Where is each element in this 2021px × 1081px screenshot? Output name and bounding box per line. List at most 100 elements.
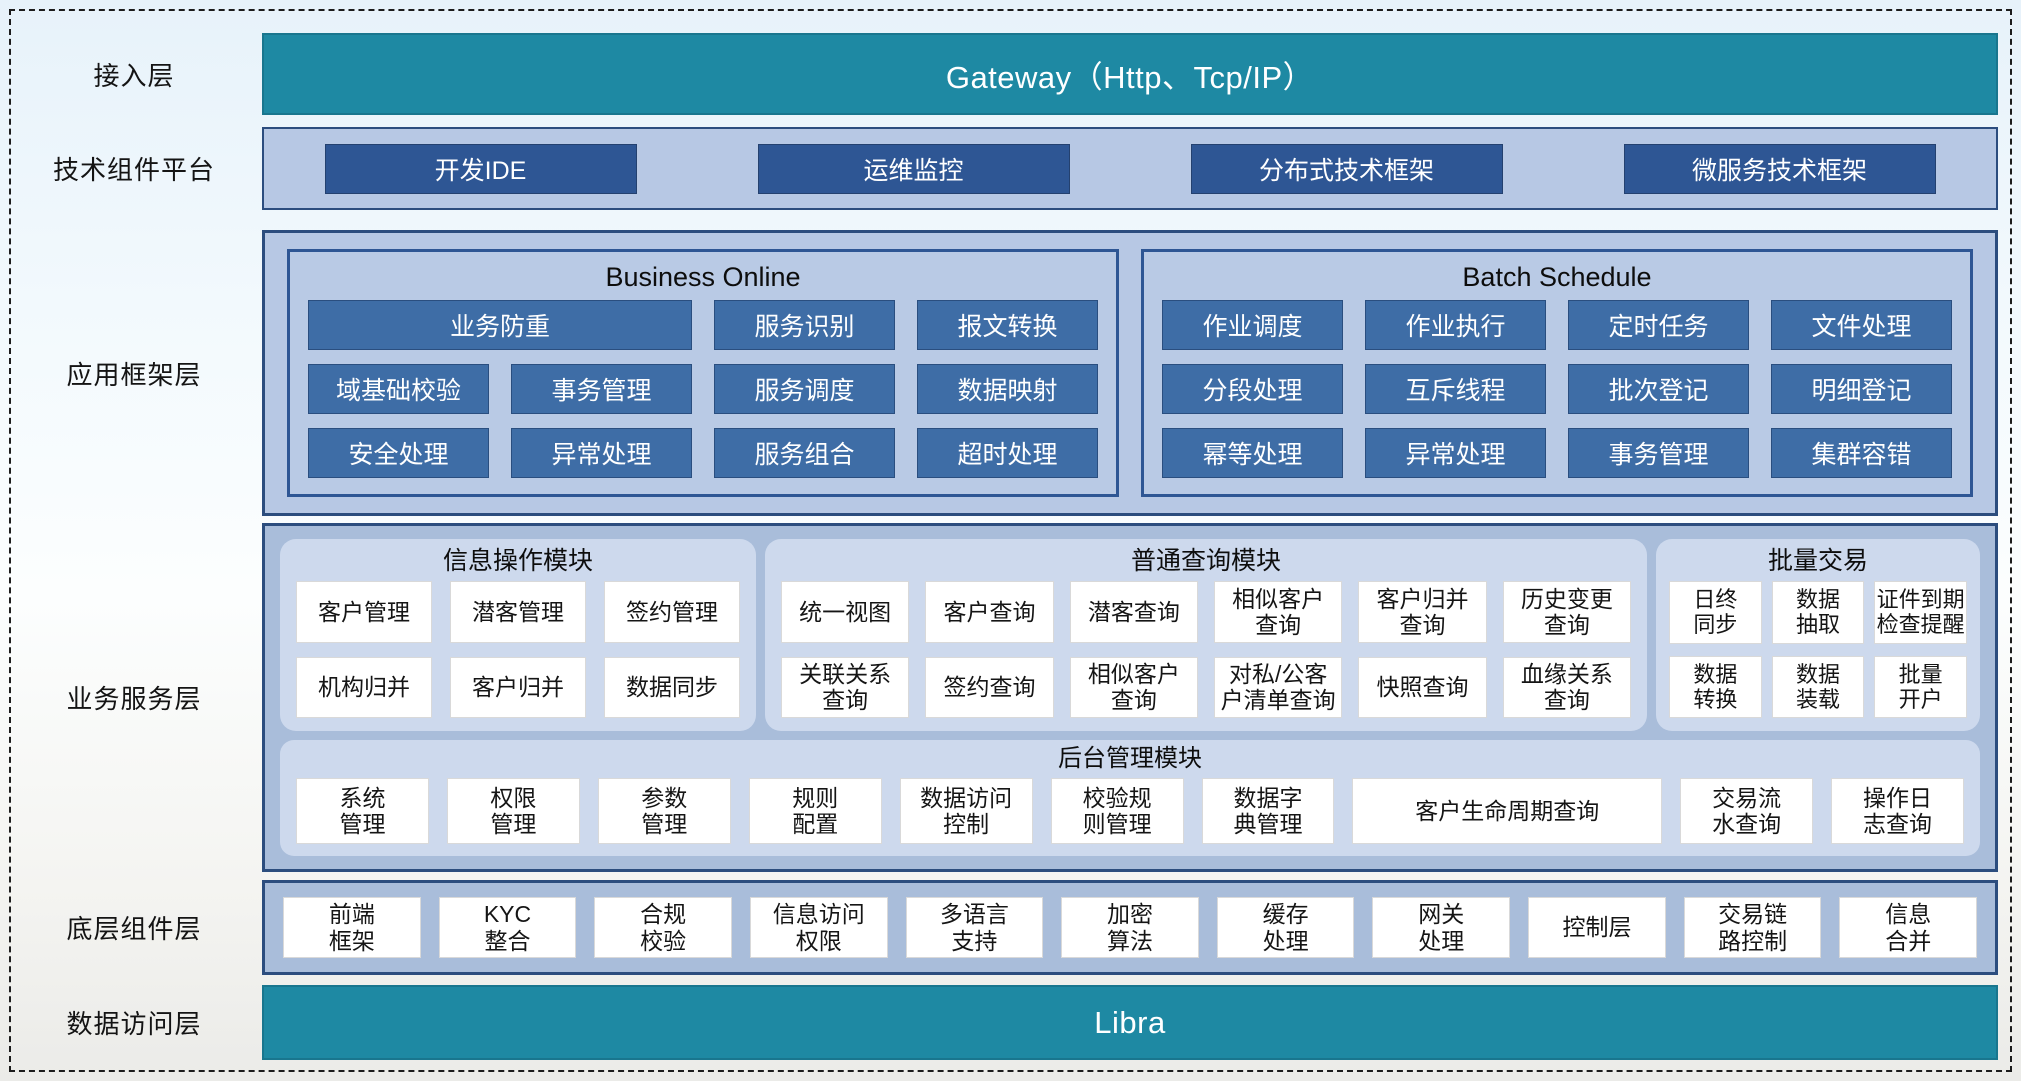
general-query-box: 潜客查询: [1069, 581, 1198, 643]
batch-transaction-box: 日终 同步: [1669, 581, 1762, 644]
base-component-box: 网关 处理: [1372, 897, 1511, 958]
batch-schedule-box: 作业调度: [1162, 300, 1343, 350]
general-query-box: 相似客户 查询: [1069, 656, 1198, 718]
base-components-container: 前端 框架 KYC 整合合规 校验信息访问 权限多语言 支持加密 算法缓存 处理网…: [262, 880, 1998, 975]
batch-schedule-grid: 作业调度作业执行定时任务文件处理分段处理互斥线程批次登记明细登记幂等处理异常处理…: [1162, 300, 1952, 478]
business-service-row: 信息操作模块 客户管理潜客管理签约管理机构归并客户归并数据同步 普通查询模块 统…: [262, 523, 1998, 872]
batch-schedule-box: 集群容错: [1771, 428, 1952, 478]
admin-box: 校验规 则管理: [1050, 778, 1184, 844]
admin-box: 参数 管理: [597, 778, 731, 844]
base-component-box: 多语言 支持: [905, 897, 1044, 958]
base-component-box: 信息访问 权限: [749, 897, 888, 958]
base-component-box: 加密 算法: [1061, 897, 1199, 958]
base-component-box: 前端 框架: [283, 897, 421, 958]
info-operation-grid: 客户管理潜客管理签约管理机构归并客户归并数据同步: [296, 581, 740, 718]
admin-box: 交易流 水查询: [1680, 778, 1814, 844]
general-query-module: 普通查询模块 统一视图客户查询潜客查询相似客户 查询客户归并 查询历史变更 查询…: [765, 539, 1647, 731]
business-online-box: 事务管理: [511, 364, 692, 414]
access-layer-row: Gateway（Http、Tcp/IP）: [262, 33, 1998, 115]
general-query-box: 关联关系 查询: [781, 656, 910, 718]
info-operation-box: 潜客管理: [450, 581, 586, 643]
libra-bar: Libra: [262, 985, 1998, 1060]
batch-transaction-box: 数据 转换: [1669, 655, 1762, 718]
batch-schedule-box: 定时任务: [1568, 300, 1749, 350]
business-service-container: 信息操作模块 客户管理潜客管理签约管理机构归并客户归并数据同步 普通查询模块 统…: [262, 523, 1998, 872]
batch-schedule-box: 批次登记: [1568, 364, 1749, 414]
batch-transaction-grid: 日终 同步数据 抽取证件到期 检查提醒数据 转换数据 装载批量 开户: [1669, 581, 1967, 718]
info-operation-box: 客户管理: [296, 581, 432, 643]
batch-schedule-panel: Batch Schedule 作业调度作业执行定时任务文件处理分段处理互斥线程批…: [1141, 249, 1973, 497]
info-operation-title: 信息操作模块: [442, 547, 593, 575]
general-query-box: 客户归并 查询: [1358, 581, 1487, 643]
business-online-box: 超时处理: [917, 428, 1098, 478]
general-query-box: 相似客户 查询: [1213, 581, 1343, 643]
general-query-box: 历史变更 查询: [1502, 581, 1631, 643]
business-online-panel: Business Online 业务防重服务识别报文转换域基础校验事务管理服务调…: [287, 249, 1119, 497]
admin-module-grid: 系统 管理权限 管理参数 管理规则 配置数据访问 控制校验规 则管理数据字 典管…: [296, 778, 1964, 844]
admin-box: 权限 管理: [446, 778, 580, 844]
info-operation-box: 客户归并: [450, 656, 586, 718]
layer-label-base-components: 底层组件层: [66, 914, 202, 944]
business-online-box: 数据映射: [917, 364, 1098, 414]
business-online-grid: 业务防重服务识别报文转换域基础校验事务管理服务调度数据映射安全处理异常处理服务组…: [308, 300, 1098, 478]
batch-schedule-box: 明细登记: [1771, 364, 1952, 414]
general-query-box: 血缘关系 查询: [1502, 656, 1631, 718]
tech-component-box: 分布式技术框架: [1190, 143, 1503, 194]
tech-component-box: 微服务技术框架: [1623, 143, 1936, 194]
general-query-box: 客户查询: [925, 581, 1054, 643]
tech-component-box: 开发IDE: [324, 143, 637, 194]
layer-label-data-access: 数据访问层: [66, 1009, 202, 1039]
app-framework-row: Business Online 业务防重服务识别报文转换域基础校验事务管理服务调…: [262, 230, 1998, 516]
batch-schedule-title: Batch Schedule: [1462, 262, 1652, 292]
admin-box: 数据访问 控制: [899, 778, 1033, 844]
general-query-box: 统一视图: [781, 581, 910, 643]
admin-module-title: 后台管理模块: [1058, 745, 1202, 772]
base-component-box: 缓存 处理: [1216, 897, 1355, 958]
admin-box: 客户生命周期查询: [1352, 778, 1663, 844]
info-operation-box: 数据同步: [604, 656, 740, 718]
admin-module: 后台管理模块 系统 管理权限 管理参数 管理规则 配置数据访问 控制校验规 则管…: [280, 740, 1980, 856]
base-component-box: KYC 整合: [438, 897, 577, 958]
batch-schedule-box: 事务管理: [1568, 428, 1749, 478]
batch-transaction-box: 证件到期 检查提醒: [1874, 581, 1967, 644]
info-operation-box: 签约管理: [604, 581, 740, 643]
batch-schedule-box: 幂等处理: [1162, 428, 1343, 478]
general-query-box: 签约查询: [925, 656, 1054, 718]
layer-label-tech-platform: 技术组件平台: [52, 155, 215, 185]
business-online-box: 服务识别: [714, 300, 895, 350]
base-components-row: 前端 框架 KYC 整合合规 校验信息访问 权限多语言 支持加密 算法缓存 处理网…: [262, 880, 1998, 975]
general-query-box: 快照查询: [1358, 656, 1487, 718]
batch-transaction-title: 批量交易: [1767, 547, 1868, 575]
info-operation-module: 信息操作模块 客户管理潜客管理签约管理机构归并客户归并数据同步: [280, 539, 756, 731]
batch-schedule-box: 分段处理: [1162, 364, 1343, 414]
business-online-box: 安全处理: [308, 428, 489, 478]
general-query-box: 对私/公客 户清单查询: [1213, 656, 1343, 718]
base-component-box: 控制层: [1528, 897, 1666, 958]
business-online-box: 业务防重: [308, 300, 692, 350]
business-online-box: 报文转换: [917, 300, 1098, 350]
business-online-box: 异常处理: [511, 428, 692, 478]
data-access-row: Libra: [262, 985, 1998, 1060]
batch-transaction-module: 批量交易 日终 同步数据 抽取证件到期 检查提醒数据 转换数据 装载批量 开户: [1656, 539, 1980, 731]
base-component-box: 信息 合并: [1839, 897, 1978, 958]
admin-box: 操作日 志查询: [1831, 778, 1964, 844]
admin-box: 规则 配置: [748, 778, 882, 844]
app-framework-container: Business Online 业务防重服务识别报文转换域基础校验事务管理服务调…: [262, 230, 1998, 516]
batch-schedule-box: 文件处理: [1771, 300, 1952, 350]
layer-label-app-framework: 应用框架层: [66, 359, 202, 390]
base-component-box: 合规 校验: [594, 897, 732, 958]
base-component-box: 交易链 路控制: [1683, 897, 1822, 958]
admin-box: 系统 管理: [296, 778, 429, 844]
info-operation-box: 机构归并: [296, 656, 432, 718]
business-service-modules: 信息操作模块 客户管理潜客管理签约管理机构归并客户归并数据同步 普通查询模块 统…: [280, 539, 1980, 731]
general-query-title: 普通查询模块: [1130, 547, 1281, 575]
batch-transaction-box: 批量 开户: [1874, 655, 1967, 718]
batch-schedule-box: 作业执行: [1365, 300, 1546, 350]
batch-transaction-box: 数据 装载: [1771, 655, 1865, 718]
layer-label-access: 接入层: [93, 60, 175, 91]
batch-schedule-box: 异常处理: [1365, 428, 1546, 478]
business-online-box: 服务组合: [714, 428, 895, 478]
